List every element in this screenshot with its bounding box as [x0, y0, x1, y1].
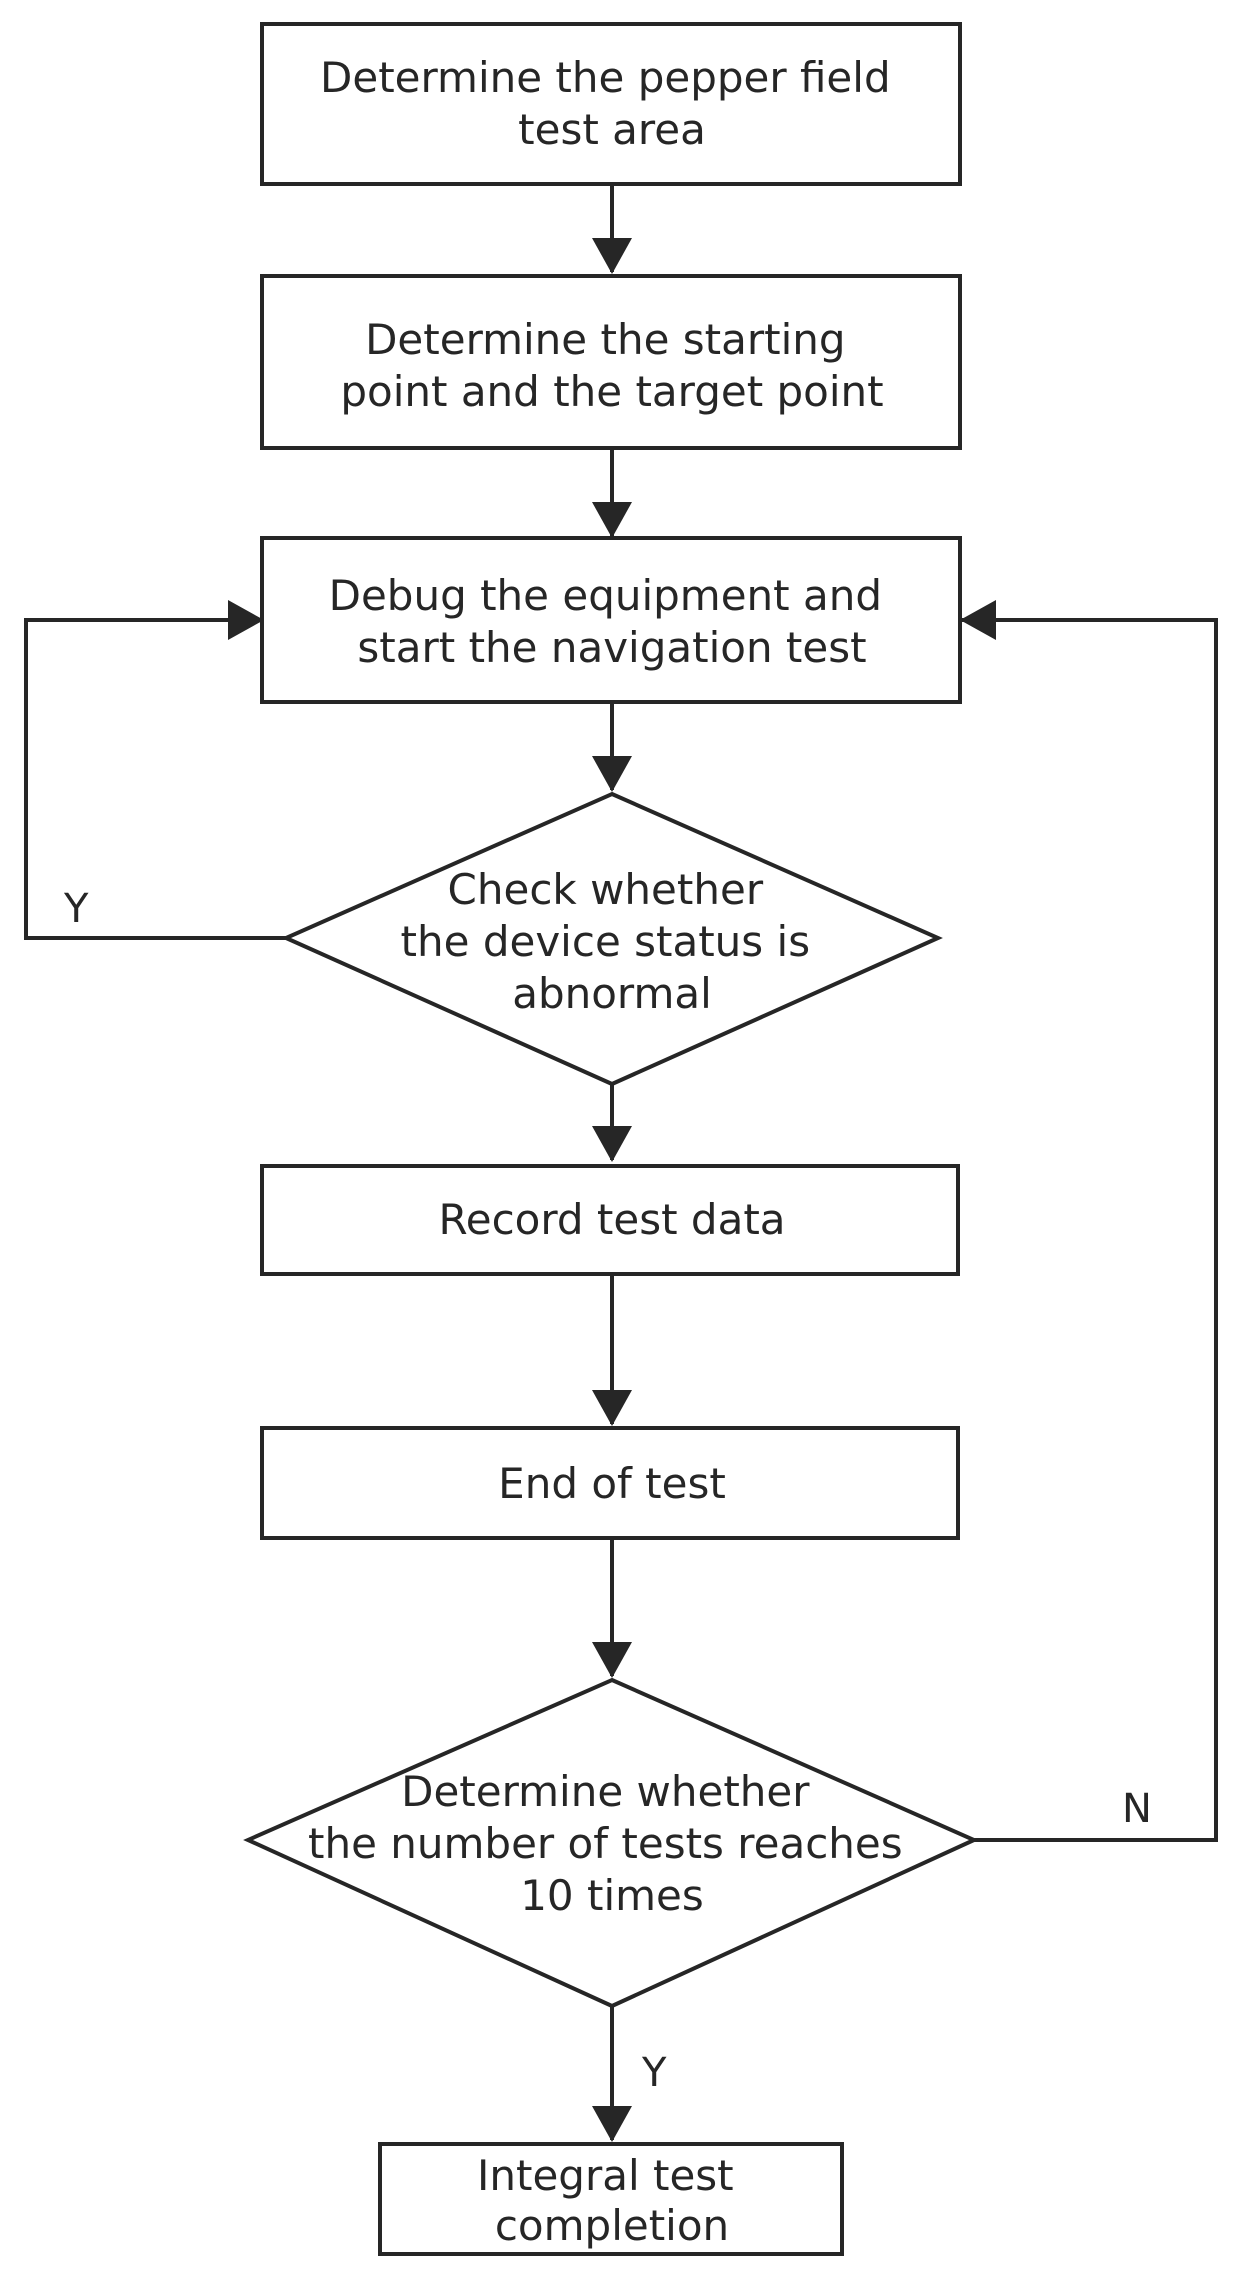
decision-check-status-line-3: abnormal	[512, 969, 712, 1018]
decision-check-count-line-2: the number of tests reaches	[308, 1819, 903, 1868]
connectors	[24, 184, 1218, 2142]
node-end-test-line-1: End of test	[498, 1459, 726, 1508]
node-start-target-line-2: point and the target point	[340, 367, 883, 416]
decision-check-status-text: Check whether the device status is abnor…	[401, 865, 824, 1018]
node-completion-line-1: Integral test	[477, 2151, 734, 2200]
node-start-target-text: Determine the starting point and the tar…	[340, 315, 883, 416]
decision-check-status-diamond	[281, 791, 943, 1087]
node-completion-box	[378, 2142, 844, 2256]
node-start-target: Determine the starting point and the tar…	[260, 274, 962, 450]
decision-check-status-line-1: Check whether	[448, 865, 764, 914]
node-debug-start: Debug the equipment and start the naviga…	[260, 536, 962, 704]
decision-check-status-line-2: the device status is	[401, 917, 811, 966]
edge-check-yes-loop	[24, 600, 286, 940]
node-debug-start-text: Debug the equipment and start the naviga…	[329, 571, 896, 672]
node-debug-start-line-1: Debug the equipment and	[329, 571, 882, 620]
label-count-no: N	[1122, 1786, 1152, 1832]
node-define-area: Determine the pepper field test area	[260, 22, 962, 186]
node-completion-text: Integral test completion	[477, 2151, 747, 2250]
decision-check-count-text: Determine whether the number of tests re…	[308, 1767, 916, 1920]
node-define-area-box	[260, 22, 962, 186]
node-record-data: Record test data	[260, 1164, 960, 1276]
decision-check-count-diamond	[243, 1677, 979, 2009]
decision-check-count: Determine whether the number of tests re…	[243, 1677, 979, 2009]
node-start-target-line-1: Determine the starting	[365, 315, 845, 364]
node-define-area-line-1: Determine the pepper field	[320, 53, 891, 102]
decision-check-count-line-3: 10 times	[520, 1871, 704, 1920]
node-record-data-box	[260, 1164, 960, 1276]
label-count-yes: Y	[641, 2050, 667, 2096]
decision-check-status: Check whether the device status is abnor…	[281, 791, 943, 1087]
node-define-area-line-2: test area	[518, 105, 706, 154]
node-record-data-text: Record test data	[438, 1195, 785, 1244]
decision-check-count-line-1: Determine whether	[401, 1767, 810, 1816]
node-end-test: End of test	[260, 1426, 960, 1540]
node-end-test-box	[260, 1426, 960, 1540]
node-completion: Integral test completion	[378, 2142, 844, 2256]
edge-count-no-loop	[960, 600, 1218, 1842]
node-completion-line-2: completion	[495, 2201, 729, 2250]
node-debug-start-line-2: start the navigation test	[357, 623, 866, 672]
label-status-yes: Y	[63, 886, 89, 932]
node-record-data-line-1: Record test data	[438, 1195, 785, 1244]
node-debug-start-box	[260, 536, 962, 704]
node-define-area-text: Determine the pepper field test area	[320, 53, 904, 154]
node-end-test-text: End of test	[498, 1459, 726, 1508]
node-start-target-box	[260, 274, 962, 450]
